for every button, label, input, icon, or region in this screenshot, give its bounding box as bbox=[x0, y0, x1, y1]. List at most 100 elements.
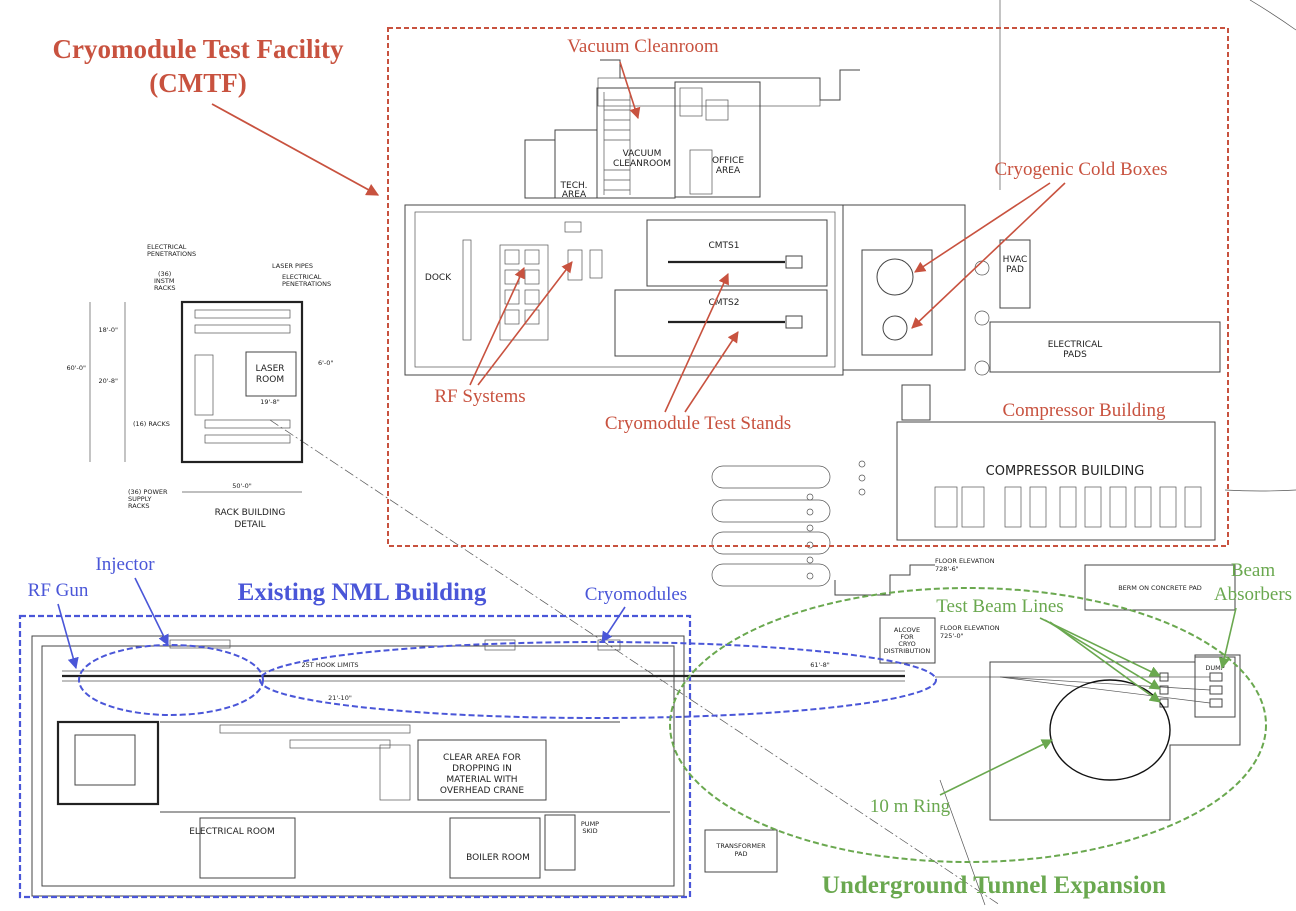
power-racks-label: (36) POWER bbox=[128, 488, 168, 496]
nml-boundary bbox=[18, 614, 692, 899]
alcove-label: ALCOVE bbox=[894, 626, 920, 634]
alcove-label-4: DISTRIBUTION bbox=[884, 647, 931, 655]
cryomodules-callout: Cryomodules bbox=[585, 584, 687, 605]
dim-50: 50'-0" bbox=[232, 482, 252, 490]
rf-gun-arrow bbox=[57, 603, 79, 670]
rack-building-detail: LASER ROOM RACK BUILDING DETAIL 18'-0" 6… bbox=[66, 243, 333, 530]
hook-limits-label: 25T HOOK LIMITS bbox=[302, 661, 359, 669]
office-area-label: OFFICE bbox=[712, 156, 744, 166]
dim-61: 61'-8" bbox=[810, 661, 830, 669]
cold-box-arrow-2 bbox=[911, 182, 1066, 329]
electrical-penetrations-label: ELECTRICAL bbox=[147, 243, 187, 251]
floor-elevation-1-value: 728'-6" bbox=[935, 565, 959, 573]
nml-annotations: Injector RF Gun Existing NML Building Cr… bbox=[18, 554, 937, 899]
transformer-pad-label-2: PAD bbox=[735, 850, 748, 858]
compressors bbox=[934, 486, 1202, 528]
test-stand-arrow-2 bbox=[684, 331, 739, 413]
instm-racks-label: (36) bbox=[158, 270, 171, 278]
rf-gun-callout: RF Gun bbox=[28, 580, 89, 601]
cmtf-boundary bbox=[387, 27, 1229, 547]
power-racks-label-3: RACKS bbox=[128, 502, 150, 510]
clear-area-label-2: DROPPING IN bbox=[452, 764, 512, 774]
racks-16-label: (16) RACKS bbox=[133, 420, 170, 428]
alcove-label-3: CRYO bbox=[898, 640, 915, 648]
clear-area-label-3: MATERIAL WITH bbox=[446, 775, 517, 785]
transformer-pad-label: TRANSFORMER bbox=[715, 842, 766, 850]
laser-pipes-label: LASER PIPES bbox=[272, 262, 313, 270]
beam-absorbers-callout: Beam bbox=[1231, 560, 1276, 581]
cmts1-label: CMTS1 bbox=[709, 241, 740, 251]
clear-area-label: CLEAR AREA FOR bbox=[443, 753, 521, 763]
clear-area-label-4: OVERHEAD CRANE bbox=[440, 786, 524, 796]
electrical-penetrations-label-2: PENETRATIONS bbox=[147, 250, 196, 258]
cryogenic-cold-boxes-callout: Cryogenic Cold Boxes bbox=[994, 159, 1167, 180]
vacuum-cleanroom-arrow bbox=[619, 61, 641, 120]
electrical-penetrations-right-label: ELECTRICAL bbox=[282, 273, 322, 281]
hvac-pad-label-2: PAD bbox=[1006, 265, 1024, 275]
dim-20: 20'-8" bbox=[98, 377, 118, 385]
cmtf-arrow bbox=[211, 103, 380, 196]
cmtf-annotations: Cryomodule Test Facility (CMTF) Vacuum C… bbox=[53, 27, 1229, 547]
tunnel-expansion-outline bbox=[669, 587, 1267, 863]
cleanroom-stairs bbox=[603, 92, 631, 195]
tunnel-annotations: Test Beam Lines Beam Absorbers 10 m Ring… bbox=[669, 560, 1292, 899]
site-lines bbox=[269, 0, 1296, 906]
hvac-pad-label: HVAC bbox=[1003, 255, 1028, 265]
floor-elevation-2: FLOOR ELEVATION bbox=[940, 624, 1000, 632]
electrical-pads-label-2: PADS bbox=[1063, 350, 1087, 360]
injector-arrow bbox=[134, 577, 169, 647]
boiler-room-label: BOILER ROOM bbox=[466, 853, 530, 863]
nml-rows bbox=[169, 639, 621, 801]
beam-absorbers-callout-2: Absorbers bbox=[1214, 584, 1292, 605]
dock-label: DOCK bbox=[425, 273, 452, 283]
tunnel-drawing: FLOOR ELEVATION 728'-6" ALCOVE FOR CRYO … bbox=[834, 557, 1241, 821]
tunnel-expansion-title: Underground Tunnel Expansion bbox=[822, 872, 1166, 899]
cmtf-title-2: (CMTF) bbox=[149, 68, 246, 98]
pump-skid-label: PUMP bbox=[581, 820, 599, 828]
electrical-pads-label: ELECTRICAL bbox=[1048, 340, 1103, 350]
existing-nml-title: Existing NML Building bbox=[238, 579, 487, 606]
rack-building-detail-label-2: DETAIL bbox=[234, 520, 265, 530]
beam-line-arrow-1 bbox=[1039, 617, 1162, 677]
cryomodules-outline bbox=[259, 641, 937, 719]
dump-label: DUMP bbox=[1205, 664, 1224, 672]
laser-room-label: LASER bbox=[255, 364, 284, 374]
instm-racks-label-2: INSTM bbox=[154, 277, 174, 285]
dim-60: 60'-0" bbox=[66, 364, 86, 372]
cmtf-building-drawing: VACUUM CLEANROOM OFFICE AREA TECH. AREA … bbox=[404, 59, 1221, 587]
laser-room-label-2: ROOM bbox=[256, 375, 284, 385]
compressor-building-label: COMPRESSOR BUILDING bbox=[986, 464, 1145, 479]
instm-racks-label-3: RACKS bbox=[154, 284, 176, 292]
injector-callout: Injector bbox=[95, 554, 155, 575]
storage-tanks bbox=[711, 460, 866, 587]
electrical-penetrations-right-label-2: PENETRATIONS bbox=[282, 280, 331, 288]
rf-systems-callout: RF Systems bbox=[434, 386, 525, 407]
berm-label: BERM ON CONCRETE PAD bbox=[1118, 584, 1202, 592]
test-stand-arrow-1 bbox=[664, 272, 729, 413]
instm-racks bbox=[194, 309, 291, 444]
ring-arrow bbox=[939, 739, 1054, 796]
dim-21: 21'-10" bbox=[328, 694, 352, 702]
test-beam-lines-callout: Test Beam Lines bbox=[936, 596, 1063, 617]
tech-area-label: TECH. bbox=[560, 181, 588, 191]
cryomodules-arrow bbox=[601, 606, 626, 643]
vacuum-cleanroom-callout: Vacuum Cleanroom bbox=[567, 36, 719, 57]
rf-arrow-1 bbox=[469, 266, 525, 386]
office-area-label-2: AREA bbox=[716, 166, 741, 176]
floor-elevation-2-value: 725'-0" bbox=[940, 632, 964, 640]
cmts2-label: CMTS2 bbox=[709, 298, 740, 308]
electrical-room-label: ELECTRICAL ROOM bbox=[189, 827, 275, 837]
dim-6: 6'-0" bbox=[318, 359, 333, 367]
floor-elevation-1: FLOOR ELEVATION bbox=[935, 557, 995, 565]
beam-line-arrow-3 bbox=[1049, 621, 1161, 703]
rf-arrow-2 bbox=[477, 261, 573, 386]
absorber-arrow bbox=[1218, 607, 1237, 670]
ten-m-ring-drawing bbox=[1049, 679, 1171, 781]
pump-skid-label-2: SKID bbox=[582, 827, 597, 835]
nml-building-drawing: 25T HOOK LIMITS 21'-10" 61'-8" ELECTRICA… bbox=[31, 635, 905, 897]
dim-18: 18'-0" bbox=[98, 326, 118, 334]
vacuum-cleanroom-label: VACUUM bbox=[623, 149, 662, 159]
vacuum-cleanroom-label-2: CLEANROOM bbox=[613, 159, 671, 169]
